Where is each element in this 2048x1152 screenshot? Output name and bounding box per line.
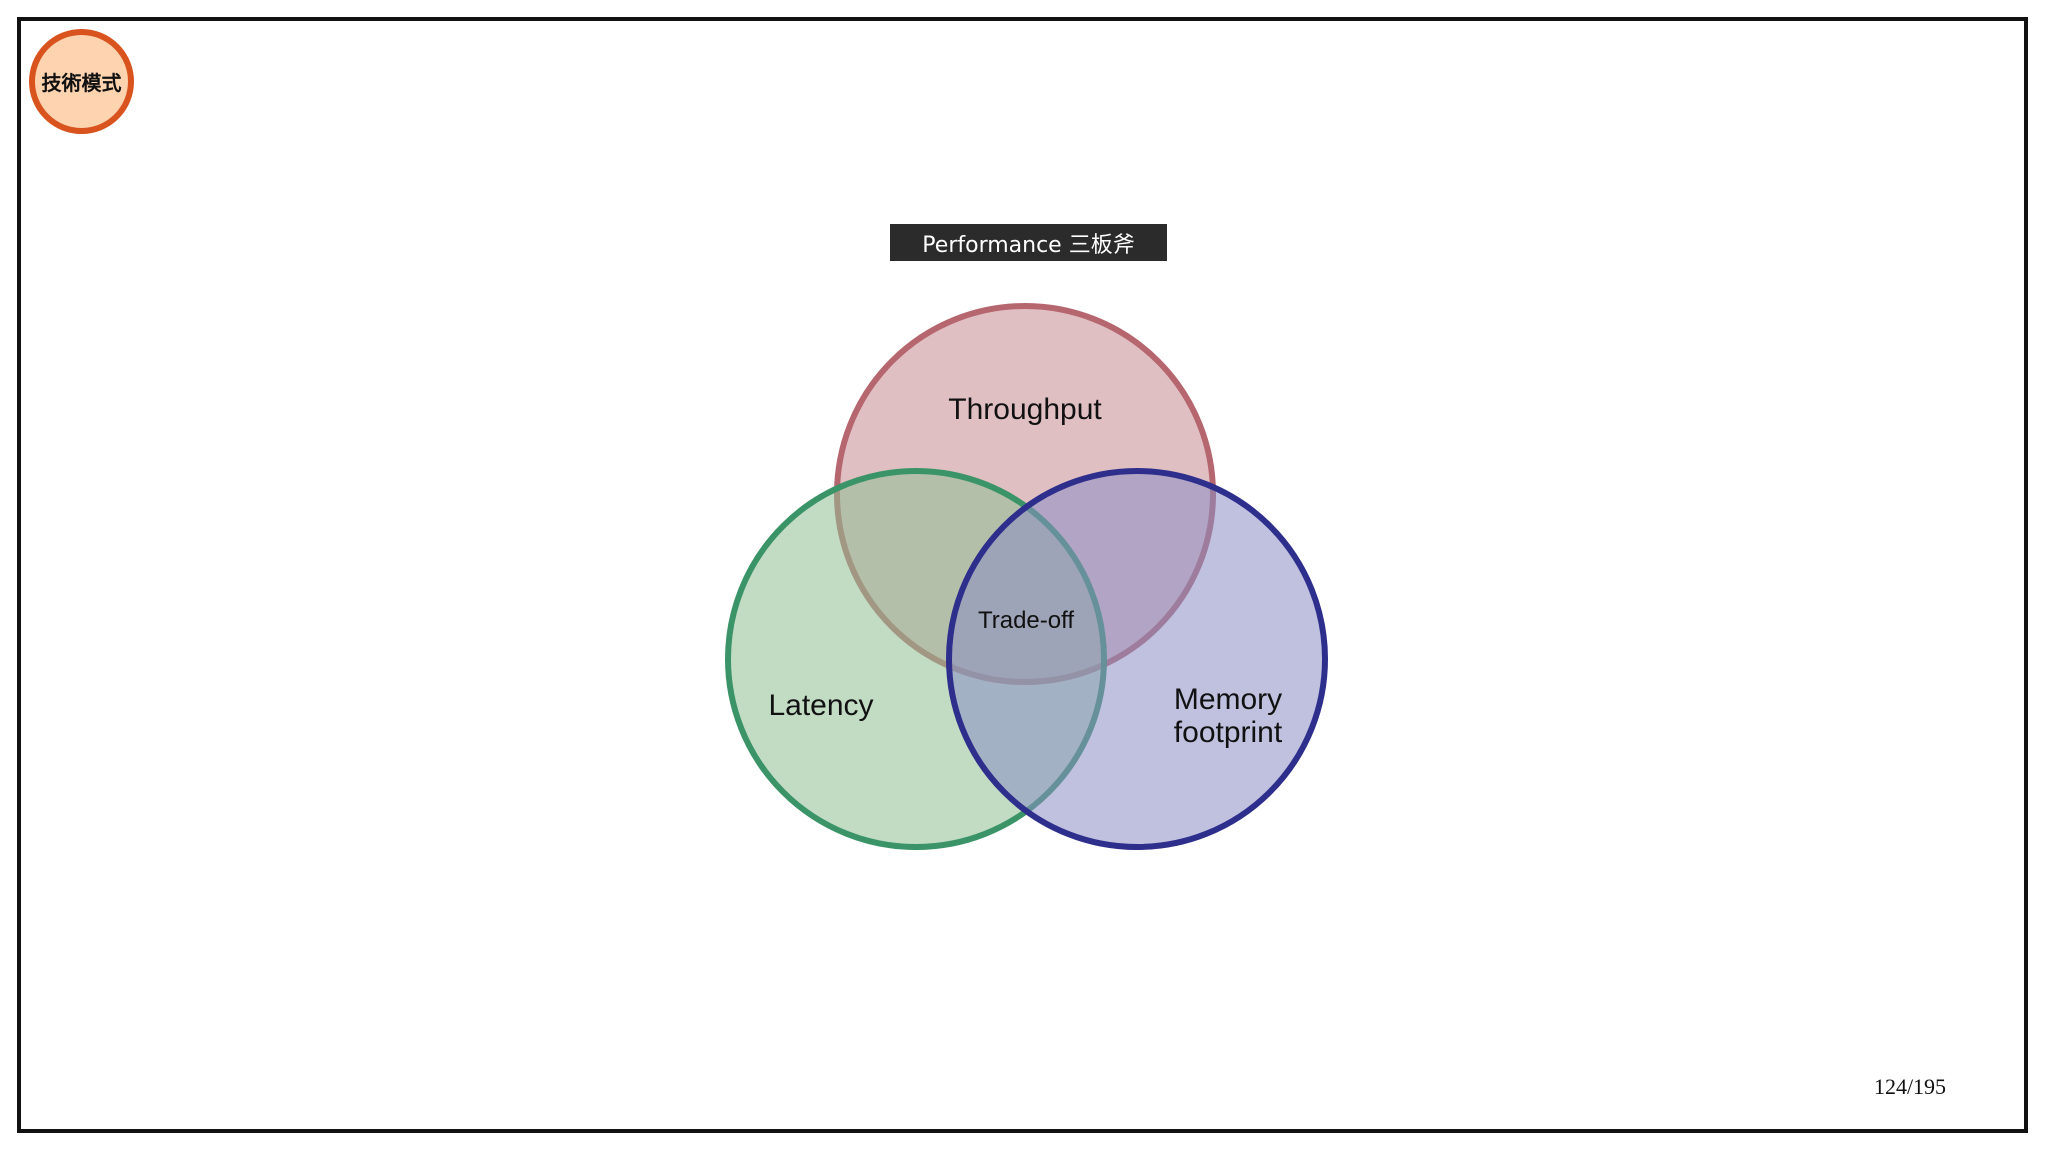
latency-label: Latency — [768, 689, 873, 722]
diagram-title-box: Performance 三板斧 — [890, 224, 1167, 261]
throughput-label: Throughput — [948, 393, 1102, 426]
memory-label-line-2: footprint — [1174, 716, 1283, 749]
page-number: 124/195 — [1873, 1074, 1947, 1099]
tradeoff-label: Trade-off — [978, 607, 1074, 634]
diagram-title: Performance 三板斧 — [922, 232, 1135, 258]
category-badge-label: 技術模式 — [41, 71, 122, 95]
memory-label-line-1: Memory — [1174, 683, 1282, 716]
memory-circle — [946, 468, 1328, 850]
category-badge: 技術模式 — [29, 29, 134, 134]
